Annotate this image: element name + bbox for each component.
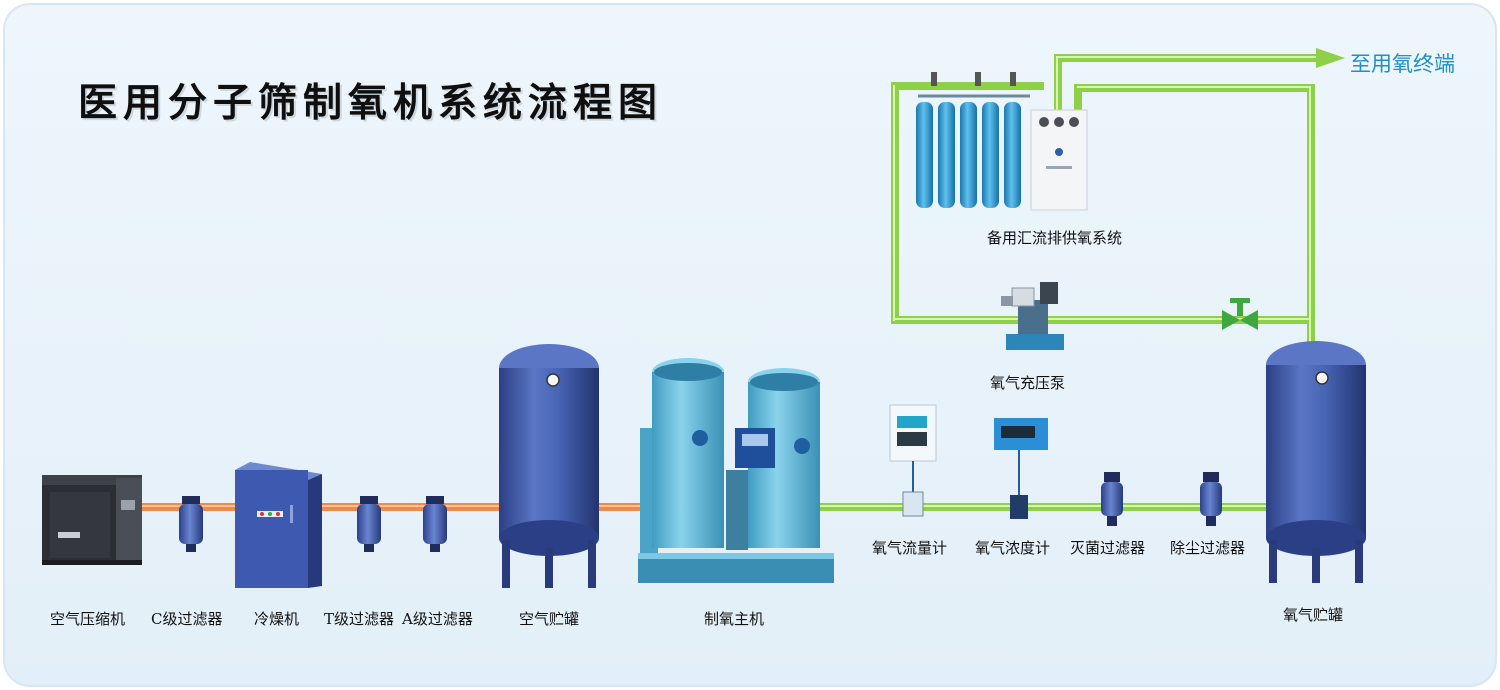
label-concentration-meter: 氧气浓度计 xyxy=(975,539,1051,557)
arrow-icon xyxy=(1316,48,1345,68)
a-filter xyxy=(423,496,447,552)
concentration-meter xyxy=(994,418,1048,519)
label-oxygen-generator: 制氧主机 xyxy=(704,610,765,628)
label-booster-pump: 氧气充压泵 xyxy=(990,374,1066,392)
oxygen-tank xyxy=(1266,341,1366,583)
oxygen-pipe xyxy=(811,54,1322,511)
label-flow-meter: 氧气流量计 xyxy=(872,539,948,557)
page-title: 医用分子筛制氧机系统流程图 xyxy=(78,80,664,126)
oxygen-generator xyxy=(638,358,834,583)
gauge-icon xyxy=(1315,371,1329,385)
t-filter xyxy=(357,496,381,552)
backup-manifold xyxy=(916,72,1088,211)
label-a-filter: A级过滤器 xyxy=(402,610,473,628)
c-filter xyxy=(179,496,203,552)
label-sterilizing-filter: 灭菌过滤器 xyxy=(1070,539,1146,557)
label-t-filter: T级过滤器 xyxy=(324,610,395,628)
label-dust-filter: 除尘过滤器 xyxy=(1170,539,1246,557)
label-c-filter: C级过滤器 xyxy=(151,610,223,628)
air-compressor xyxy=(42,475,142,565)
flow-meter xyxy=(889,404,937,517)
air-pipe xyxy=(140,503,645,511)
gauge-icon xyxy=(546,373,560,387)
dust-filter xyxy=(1200,472,1222,526)
sterilizing-filter xyxy=(1101,472,1123,526)
label-backup-manifold: 备用汇流排供氧系统 xyxy=(987,229,1123,247)
label-air-tank: 空气贮罐 xyxy=(519,610,580,628)
oxygen-cylinders xyxy=(916,102,1021,208)
label-dryer: 冷燥机 xyxy=(254,610,300,628)
logo-icon xyxy=(692,430,708,446)
valve-icon xyxy=(1222,298,1258,330)
label-oxygen-tank: 氧气贮罐 xyxy=(1283,606,1344,624)
destination-label: 至用氧终端 xyxy=(1350,52,1455,76)
booster-pump xyxy=(1001,282,1064,350)
dryer xyxy=(235,462,322,588)
air-tank xyxy=(499,344,599,588)
label-air-compressor: 空气压缩机 xyxy=(50,610,126,628)
